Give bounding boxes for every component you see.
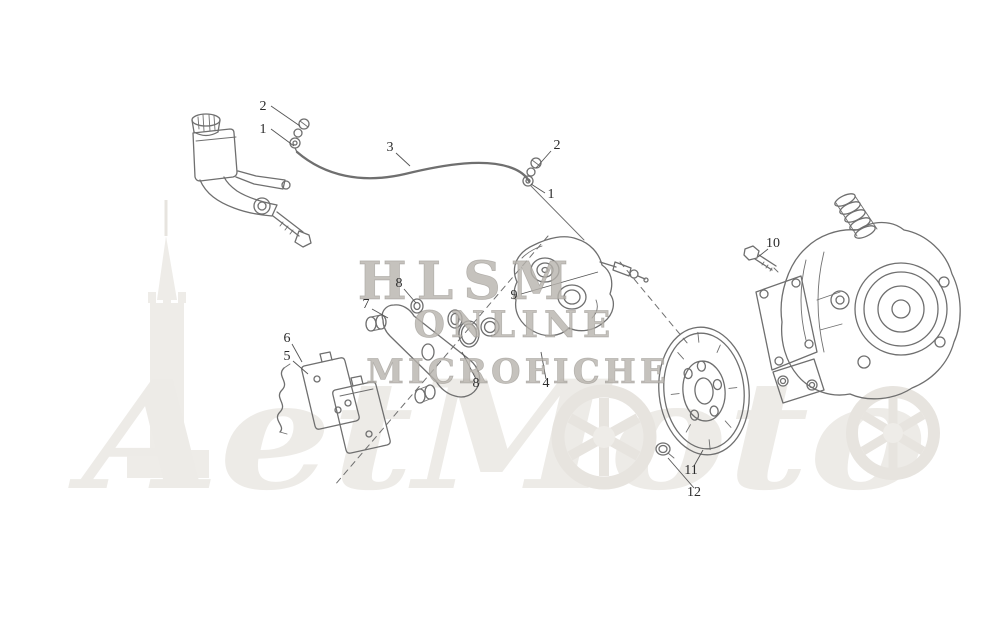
watermark-wheel-right-icon: [846, 386, 940, 480]
callout-5-pads: 5: [284, 349, 291, 364]
callout-12-rotor-bolt: 12: [687, 485, 701, 500]
brake-pads: [301, 351, 391, 454]
caliper-bracket: [365, 304, 481, 404]
callout-11-rotor: 11: [684, 463, 697, 478]
brake-caliper: [513, 236, 615, 337]
bleeder-screw: [599, 261, 649, 283]
seal-washers: [410, 298, 500, 348]
callout-6-pad-spring: 6: [284, 331, 291, 346]
banjo-bolt-right: [522, 157, 585, 241]
watermark-layer: AetMoto: [68, 200, 940, 524]
watermark-line-1: HLSM: [358, 251, 579, 312]
brake-hose: [295, 150, 531, 183]
callout-10-bolt: 10: [766, 236, 780, 251]
watermark-center-text: HLSM ONLINE MICROFICHE: [357, 251, 670, 393]
callout-8-lower-washer: 8: [473, 376, 480, 391]
callout-2-master-cyl: 2: [260, 99, 267, 114]
banjo-bolt-left: [289, 118, 310, 153]
pad-spring-clip: [276, 363, 291, 435]
callout-3-hose: 3: [387, 140, 394, 155]
watermark-line-3: MICROFICHE: [366, 352, 670, 392]
brake-rotor: [658, 326, 750, 456]
watermark-line-2: ONLINE: [414, 304, 617, 346]
callout-7-bracket: 7: [363, 297, 370, 312]
callout-2-caliper-end: 2: [554, 138, 561, 153]
gearcase-housing: [755, 193, 961, 404]
rotor-bolt: [655, 442, 675, 459]
callout-4-caliper-assy: 4: [543, 376, 550, 391]
leader-lines: [270, 105, 769, 489]
callout-layer: 2 1 3 2 1 8 7 9 8 4 6 5 10 11 12: [260, 99, 781, 500]
callout-8-upper-washer: 8: [396, 276, 403, 291]
master-cylinder: [191, 113, 312, 248]
assembly-dashed-lines: [333, 235, 689, 487]
watermark-logo-text: AetMoto: [68, 348, 927, 524]
callout-1-master-cyl: 1: [260, 122, 267, 137]
callout-9-bleeder: 9: [511, 288, 518, 303]
watermark-castle-icon: [127, 200, 209, 478]
watermark-wheel-left-icon: [551, 384, 657, 490]
callout-1-caliper-end: 1: [548, 187, 555, 202]
gearcase-bolt: [743, 245, 779, 273]
diagram-layer: [191, 105, 961, 489]
